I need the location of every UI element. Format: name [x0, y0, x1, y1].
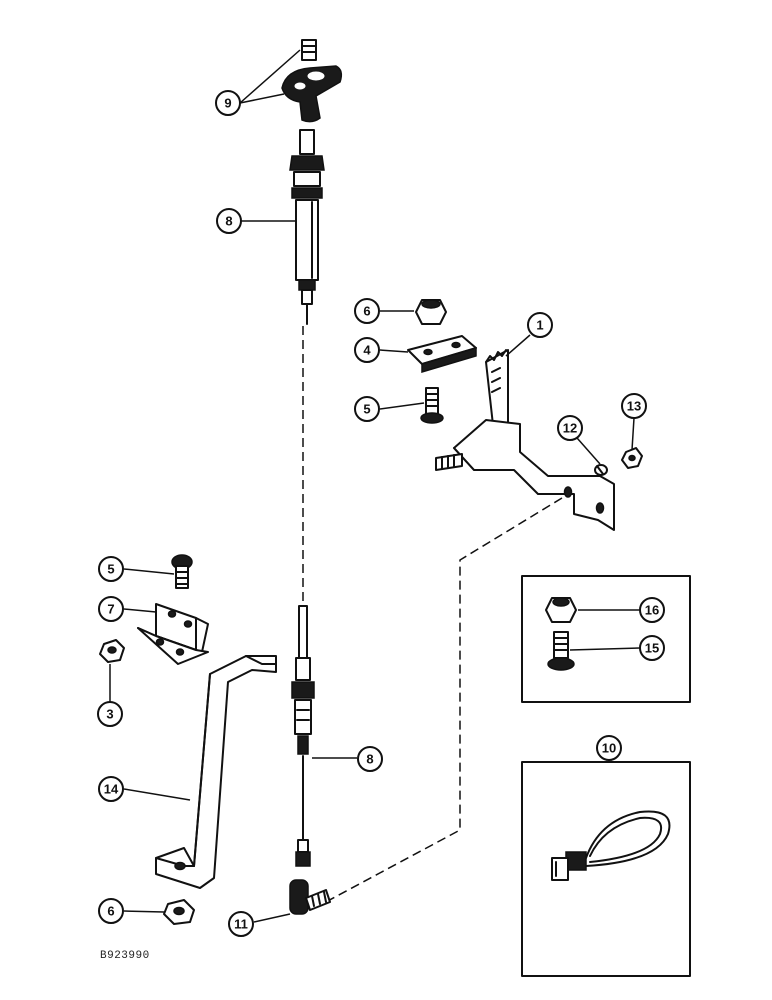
lever-bracket	[435, 349, 615, 531]
svg-text:10: 10	[602, 741, 616, 756]
flange-nut	[545, 597, 577, 623]
bolt-upper	[420, 387, 444, 424]
callout-7: 7	[98, 596, 124, 622]
svg-text:15: 15	[645, 641, 659, 656]
callout-6-upper: 6	[354, 298, 380, 324]
svg-text:3: 3	[106, 707, 113, 722]
drawing-reference-code: B923990	[100, 950, 150, 962]
svg-text:4: 4	[363, 343, 371, 358]
callout-5-upper: 5	[354, 396, 380, 422]
leader-lines	[109, 49, 641, 923]
callout-3: 3	[97, 701, 123, 727]
bolt-lower	[171, 554, 193, 589]
svg-text:6: 6	[363, 304, 370, 319]
callout-16: 16	[639, 597, 665, 623]
svg-text:9: 9	[224, 96, 231, 111]
angle-bracket	[137, 603, 209, 665]
cable-tie-inset	[521, 761, 691, 977]
hardware-inset	[521, 575, 691, 703]
svg-text:8: 8	[225, 214, 232, 229]
callout-4: 4	[354, 337, 380, 363]
callout-13: 13	[621, 393, 647, 419]
svg-text:6: 6	[107, 904, 114, 919]
clamp-plate	[407, 335, 477, 374]
callout-11: 11	[228, 911, 254, 937]
callout-6-lower: 6	[98, 898, 124, 924]
callout-12: 12	[557, 415, 583, 441]
linkage-path	[321, 497, 563, 905]
callout-6-inset-title: 10	[596, 735, 622, 761]
t-handle-knob	[281, 65, 343, 123]
hex-nut-left	[99, 639, 125, 663]
callout-1: 1	[527, 312, 553, 338]
svg-text:13: 13	[627, 399, 641, 414]
lock-washer	[594, 464, 608, 476]
svg-text:14: 14	[104, 782, 119, 797]
svg-text:8: 8	[366, 752, 373, 767]
nut-upper	[415, 299, 447, 325]
cable-tie	[551, 810, 671, 881]
hex-nut-small	[621, 447, 643, 469]
callout-8-upper: 8	[216, 208, 242, 234]
lower-cable-assembly	[291, 605, 315, 867]
support-bracket	[155, 655, 277, 889]
ball-joint	[289, 879, 331, 915]
callout-15: 15	[639, 635, 665, 661]
upper-cable-assembly	[289, 129, 325, 325]
svg-text:16: 16	[645, 603, 659, 618]
callout-5-lower: 5	[98, 556, 124, 582]
flange-bolt	[547, 631, 575, 671]
callout-14: 14	[98, 776, 124, 802]
svg-text:12: 12	[563, 421, 577, 436]
nut-lower	[163, 899, 195, 925]
svg-text:11: 11	[234, 917, 248, 932]
svg-text:7: 7	[107, 602, 114, 617]
callout-9: 9	[215, 90, 241, 116]
svg-text:5: 5	[363, 402, 370, 417]
svg-text:1: 1	[536, 318, 543, 333]
knob-screw	[301, 39, 317, 61]
svg-text:5: 5	[107, 562, 114, 577]
callout-8-lower: 8	[357, 746, 383, 772]
